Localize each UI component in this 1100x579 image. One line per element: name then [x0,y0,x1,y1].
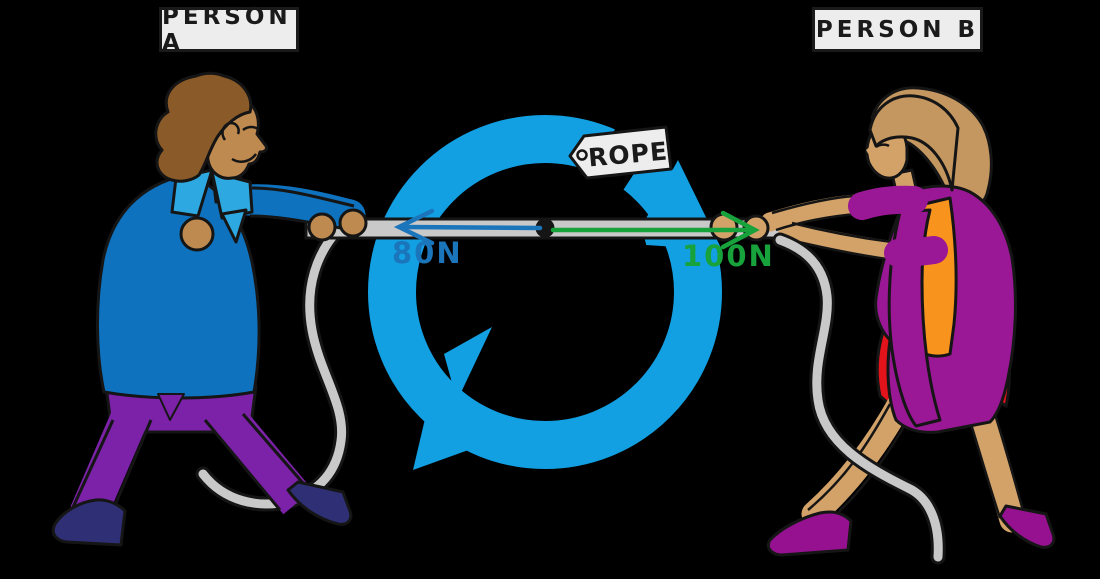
force-left-value: 80N [392,236,463,270]
person-b-label: PERSON B [815,16,980,43]
rope-tag-label: ROPE [586,136,670,172]
force-arrow-right [550,210,760,250]
person-a-label-box: PERSON A [159,4,299,56]
logo-watermark-icon [368,115,722,470]
person-b-label-box: PERSON B [812,7,983,52]
rope-tag [568,125,673,180]
rope-right-dangle [772,232,946,565]
force-arrow-left [393,208,543,246]
person-b-figure [709,86,1056,557]
tag-hole-icon [576,149,588,161]
force-right-value: 100N [682,239,775,273]
person-a-label: PERSON A [162,3,292,56]
rope-left-dangle [195,222,350,512]
person-a-figure [51,71,368,547]
rope-midpoint-dot [535,218,555,238]
